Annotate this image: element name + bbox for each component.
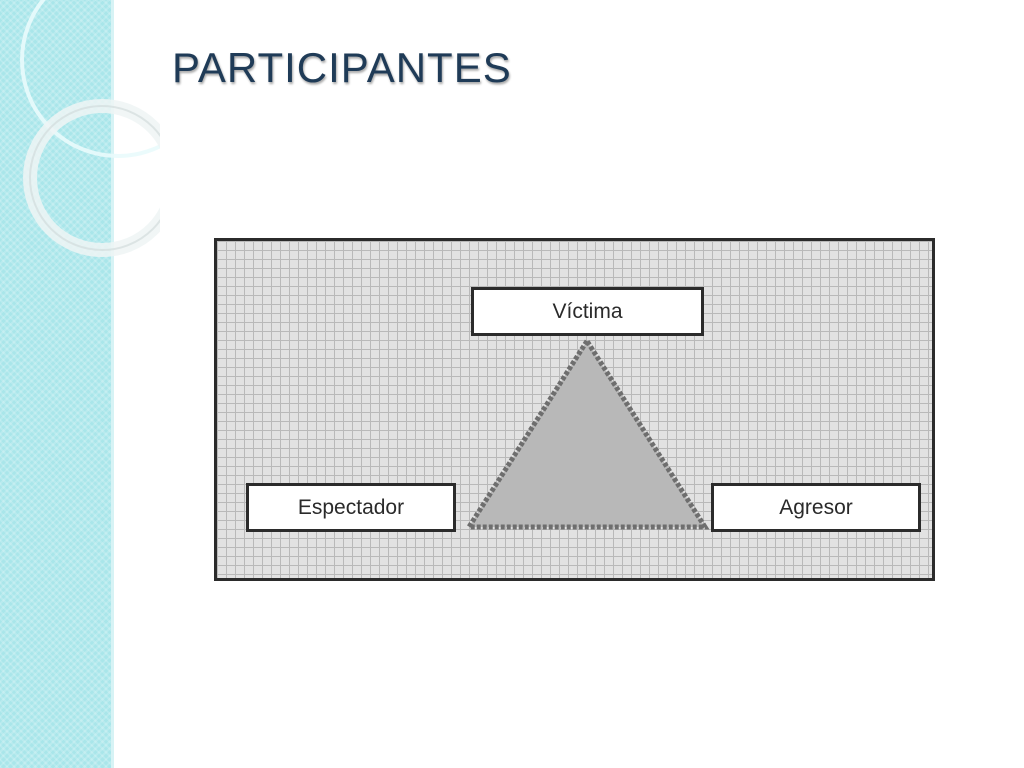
slide-title: PARTICIPANTES xyxy=(172,44,512,91)
victim-box: Víctima xyxy=(471,287,704,336)
participants-diagram: Víctima Espectador Agresor xyxy=(214,238,935,581)
bystander-box: Espectador xyxy=(246,483,456,532)
triangle-shape xyxy=(464,336,710,530)
victim-label: Víctima xyxy=(552,299,623,323)
decorative-rings-icon xyxy=(20,0,160,257)
aggressor-box: Agresor xyxy=(711,483,921,532)
bystander-label: Espectador xyxy=(297,495,405,519)
aggressor-label: Agresor xyxy=(779,495,853,519)
side-band-edge xyxy=(111,0,114,768)
